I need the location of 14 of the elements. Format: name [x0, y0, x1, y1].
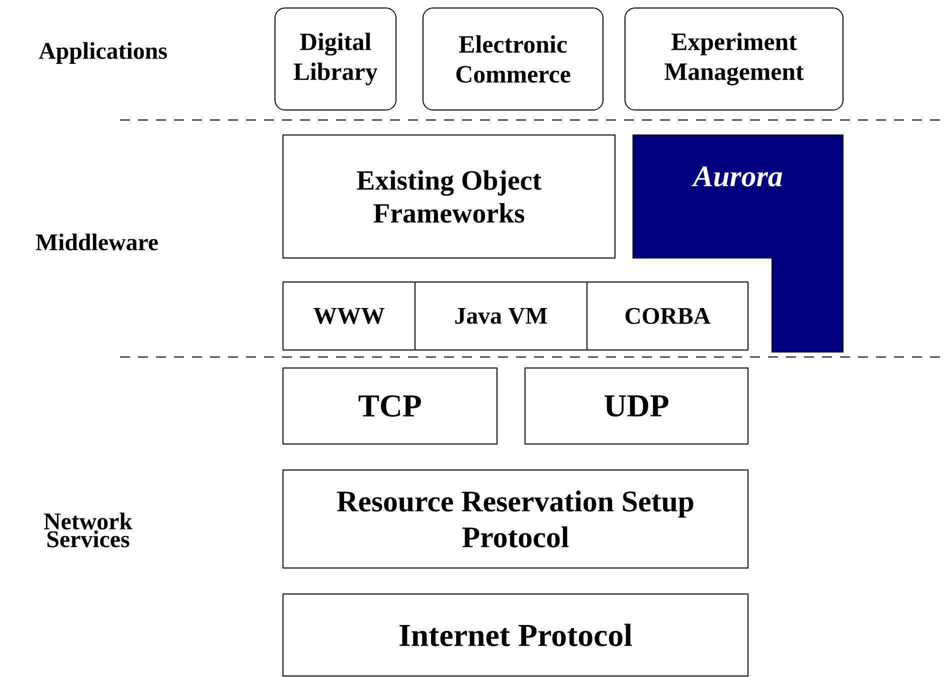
layer-label: Middleware — [36, 234, 158, 250]
rounded-box: Digital Library — [274, 8, 396, 110]
layer-box: Resource Reservation Setup Protocol — [282, 470, 748, 568]
layer-box: CORBA — [586, 282, 748, 350]
layer-box: Internet Protocol — [282, 594, 748, 676]
layer-box: Existing Object Frameworks — [282, 134, 616, 258]
layer-box: WWW — [282, 282, 416, 350]
layer-label: Applications — [38, 42, 167, 64]
layer-box: TCP — [282, 368, 498, 444]
rounded-box: Electronic Commerce — [422, 8, 604, 110]
rounded-box: Experiment Management — [624, 8, 844, 110]
layer-box: Java VM — [414, 282, 588, 350]
layer-box: UDP — [524, 368, 748, 444]
layer-label: Network Services — [44, 512, 132, 548]
